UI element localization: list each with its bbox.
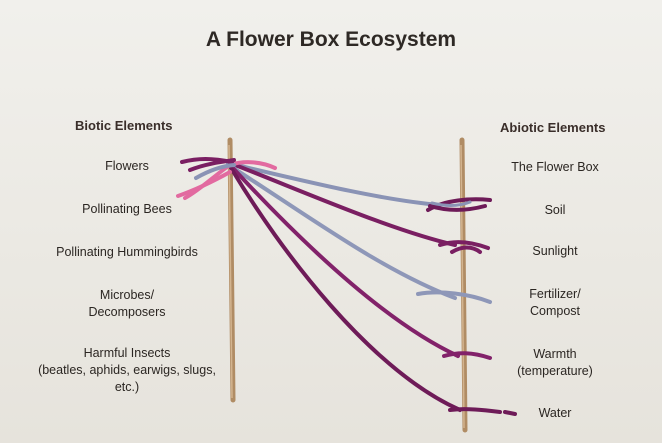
biotic-heading: Biotic Elements	[75, 118, 173, 133]
biotic-item-harmful-insects: Harmful Insects (beatles, aphids, earwig…	[38, 346, 216, 394]
abiotic-item-flower-box: The Flower Box	[511, 160, 599, 174]
knot-warmth	[442, 351, 492, 360]
abiotic-item-fertilizer: Fertilizer/ Compost	[529, 287, 581, 318]
right-stick	[459, 137, 468, 433]
abiotic-item-water: Water	[538, 406, 572, 420]
knot-flowers	[180, 157, 236, 172]
abiotic-item-warmth: Warmth (temperature)	[517, 347, 593, 378]
knot-bees	[176, 170, 232, 198]
left-stick	[227, 137, 236, 403]
knot-soil	[426, 197, 492, 212]
left-stick-highlight	[228, 144, 233, 399]
knot-sunlight	[438, 240, 490, 254]
right-stick-highlight	[460, 144, 465, 429]
biotic-item-hummingbirds: Pollinating Hummingbirds	[56, 245, 198, 259]
knot-flowers-blue	[194, 163, 236, 180]
biotic-item-bees: Pollinating Bees	[82, 202, 172, 216]
knot-water	[448, 407, 517, 416]
yarn-flowers-soil	[226, 161, 442, 207]
yarn-flowers-water	[229, 166, 462, 412]
yarn-flowers-fertilizer	[228, 164, 457, 300]
abiotic-item-sunlight: Sunlight	[532, 244, 578, 258]
abiotic-heading: Abiotic Elements	[500, 120, 606, 135]
biotic-item-microbes: Microbes/ Decomposers	[88, 288, 166, 319]
page-title: A Flower Box Ecosystem	[205, 28, 457, 51]
biotic-item-flowers: Flowers	[105, 159, 149, 173]
knot-soil-blue	[430, 200, 472, 207]
abiotic-item-soil: Soil	[544, 203, 566, 217]
yarn-flowers-sunlight	[228, 161, 457, 247]
yarn-flowers-warmth	[229, 164, 460, 358]
knot-fertilizer	[416, 290, 492, 304]
